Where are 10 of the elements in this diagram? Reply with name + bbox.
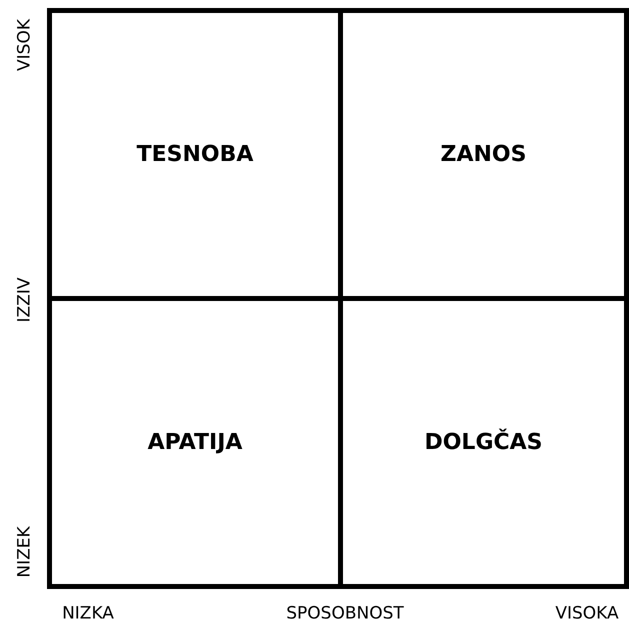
quadrant-label: ZANOS [440,142,526,167]
axis-label: SPOSOBNOST [286,606,404,622]
axis-label: NIZKA [62,606,114,622]
axis-label: VISOK [16,19,34,71]
axis-label: VISOKA [555,606,619,622]
axis-label: NIZEK [16,526,34,578]
quadrant-label: APATIJA [148,430,242,455]
quadrant-label: TESNOBA [136,142,254,167]
quadrant-label: DOLGČAS [424,430,543,455]
axis-label: IZZIV [16,278,34,322]
